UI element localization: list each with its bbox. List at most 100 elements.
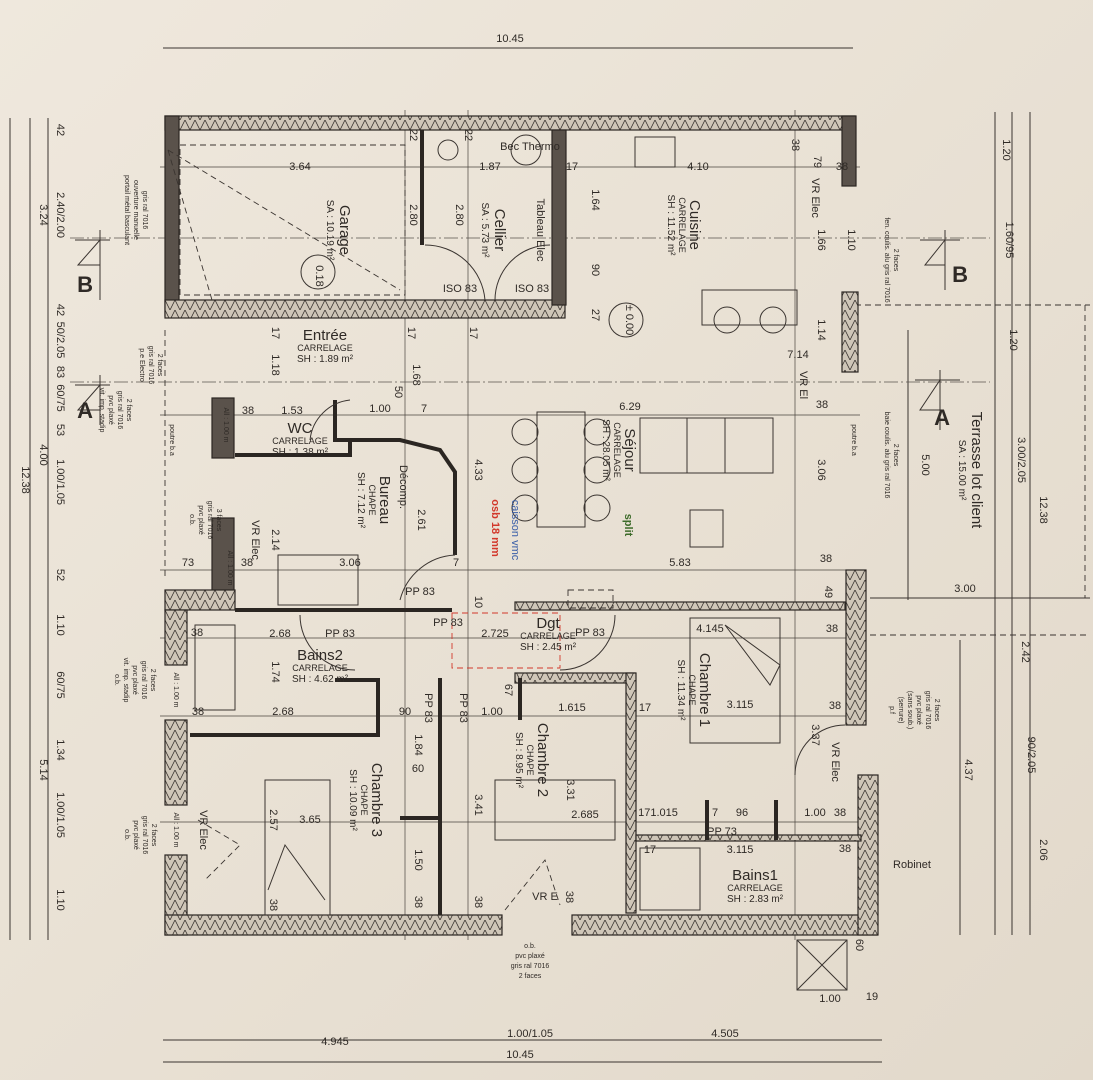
dimension-label: 4.33 xyxy=(472,459,484,480)
note-line: gris ral 7016 xyxy=(141,191,148,230)
dimension-label: 3.00 xyxy=(954,583,975,595)
room-floor: CHAPE xyxy=(367,484,377,515)
dimension-label: 90 xyxy=(399,706,411,718)
dimension-label: 17 xyxy=(639,702,651,714)
room-floor: CHAPE xyxy=(687,674,697,705)
room-area: SH : 11.52 m² xyxy=(665,195,676,257)
dimension-label: 53 xyxy=(54,424,66,436)
furniture xyxy=(194,134,848,991)
dimension-label: 42 xyxy=(54,304,66,316)
note-line: gris ral 7016 xyxy=(206,501,213,540)
dimension-label: 1.53 xyxy=(281,405,302,417)
note-line: gris ral 7016 xyxy=(924,691,931,730)
room-name: Bains2 xyxy=(297,647,343,664)
dimension-label: 90 xyxy=(589,264,601,276)
note-line: 2 faces xyxy=(156,354,163,377)
dimension-label: 1.20 xyxy=(1000,139,1012,160)
room-area: SH : 11.34 m² xyxy=(675,660,686,722)
room-name: Dgt xyxy=(536,615,560,632)
room-name: Bains1 xyxy=(732,867,778,884)
dimension-label: 3.06 xyxy=(815,459,827,480)
dimension-label: 50 xyxy=(392,386,404,398)
vr-elec-label: VR Elec xyxy=(809,178,821,218)
room-area: SH : 4.62 m² xyxy=(292,674,349,685)
note-line: gris ral 7016 xyxy=(116,391,123,430)
dimension-label: 1.00 xyxy=(481,706,502,718)
dimension-label: 3.31 xyxy=(564,779,576,800)
dimension-label: 12.38 xyxy=(1037,496,1049,524)
dimension-label: 3.24 xyxy=(37,204,49,225)
dimension-label: 1.84 xyxy=(412,734,424,755)
room-area: SH : 1.89 m² xyxy=(297,354,354,365)
dimension-label: 10.45 xyxy=(496,33,524,45)
room-area: SH : 2.83 m² xyxy=(727,894,784,905)
dimension-label: 38 xyxy=(472,896,484,908)
dimension-label: 17 xyxy=(405,327,417,339)
dimension-label: 1.34 xyxy=(54,739,66,760)
dimension-label: 4.10 xyxy=(687,161,708,173)
dimension-label: 49 xyxy=(822,586,834,598)
note-line: 2 faces xyxy=(933,699,940,722)
note-line: baie coulis. alu gris ral 7016 xyxy=(883,412,890,499)
poutre-label: poutre b.a xyxy=(850,424,857,456)
dimension-label: 2.06 xyxy=(1037,839,1049,860)
dimension-label: 17 xyxy=(566,161,578,173)
room-name: Cellier xyxy=(491,209,508,252)
window-size-label: All : 1.00 m xyxy=(172,812,179,847)
dimension-label: 1.10 xyxy=(845,229,857,250)
dimension-label: 1.10 xyxy=(54,889,66,910)
split-note: split xyxy=(622,514,634,537)
dimension-label: PP 83 xyxy=(575,627,605,639)
note-line: vit. imp. stadip xyxy=(122,658,129,703)
dimension-label: 171.015 xyxy=(638,807,678,819)
dimension-label: 38 xyxy=(191,627,203,639)
dimension-label: PP 83 xyxy=(405,586,435,598)
room-area: SA : 10.19 m² xyxy=(324,200,335,261)
dimension-label: 3.41 xyxy=(472,794,484,815)
window-size-label: All : 1.00 m xyxy=(172,672,179,707)
dimension-label: 27 xyxy=(589,309,601,321)
note-line: 2 faces xyxy=(149,669,156,692)
dimension-label: 2.68 xyxy=(269,628,290,640)
dimension-label: 60 xyxy=(853,939,865,951)
dimension-label: 38 xyxy=(834,807,846,819)
dimension-label: 12.38 xyxy=(19,466,31,494)
note-line: (serrure) xyxy=(897,697,904,724)
dimension-label: PP 83 xyxy=(422,693,434,723)
dimension-label: 1.66 xyxy=(815,229,827,250)
dimension-label: PP 83 xyxy=(325,628,355,640)
note-line: pvc plaxé xyxy=(107,395,114,425)
room-name: Séjour xyxy=(621,428,638,471)
dimension-label: 2.685 xyxy=(571,809,599,821)
dimension-label: 4.00 xyxy=(37,444,49,465)
dimension-label: 17 xyxy=(269,327,281,339)
dimension-label: 1.00/1.05 xyxy=(54,792,66,838)
room-area: SH : 10.09 m² xyxy=(347,769,358,831)
section-marker-label: B xyxy=(952,262,968,287)
note-line: 2 faces xyxy=(150,824,157,847)
note-line: (sans soub.) xyxy=(906,691,913,730)
bec-thermo-label: Bec Thermo xyxy=(500,141,560,153)
dimension-label: 5.83 xyxy=(669,557,690,569)
dimension-label: 2.80 xyxy=(453,204,465,225)
room-name: Cuisine xyxy=(686,200,703,250)
room-floor: CARRELAGE xyxy=(297,343,353,353)
room-area: SH : 7.12 m² xyxy=(355,472,366,529)
window-size-label: All : 1.00 m xyxy=(226,550,233,585)
dimension-label: PP 83 xyxy=(457,693,469,723)
dimension-label: 22 xyxy=(407,129,419,141)
dimension-label: 1.20 xyxy=(1007,329,1019,350)
dimension-label: 6.29 xyxy=(619,401,640,413)
